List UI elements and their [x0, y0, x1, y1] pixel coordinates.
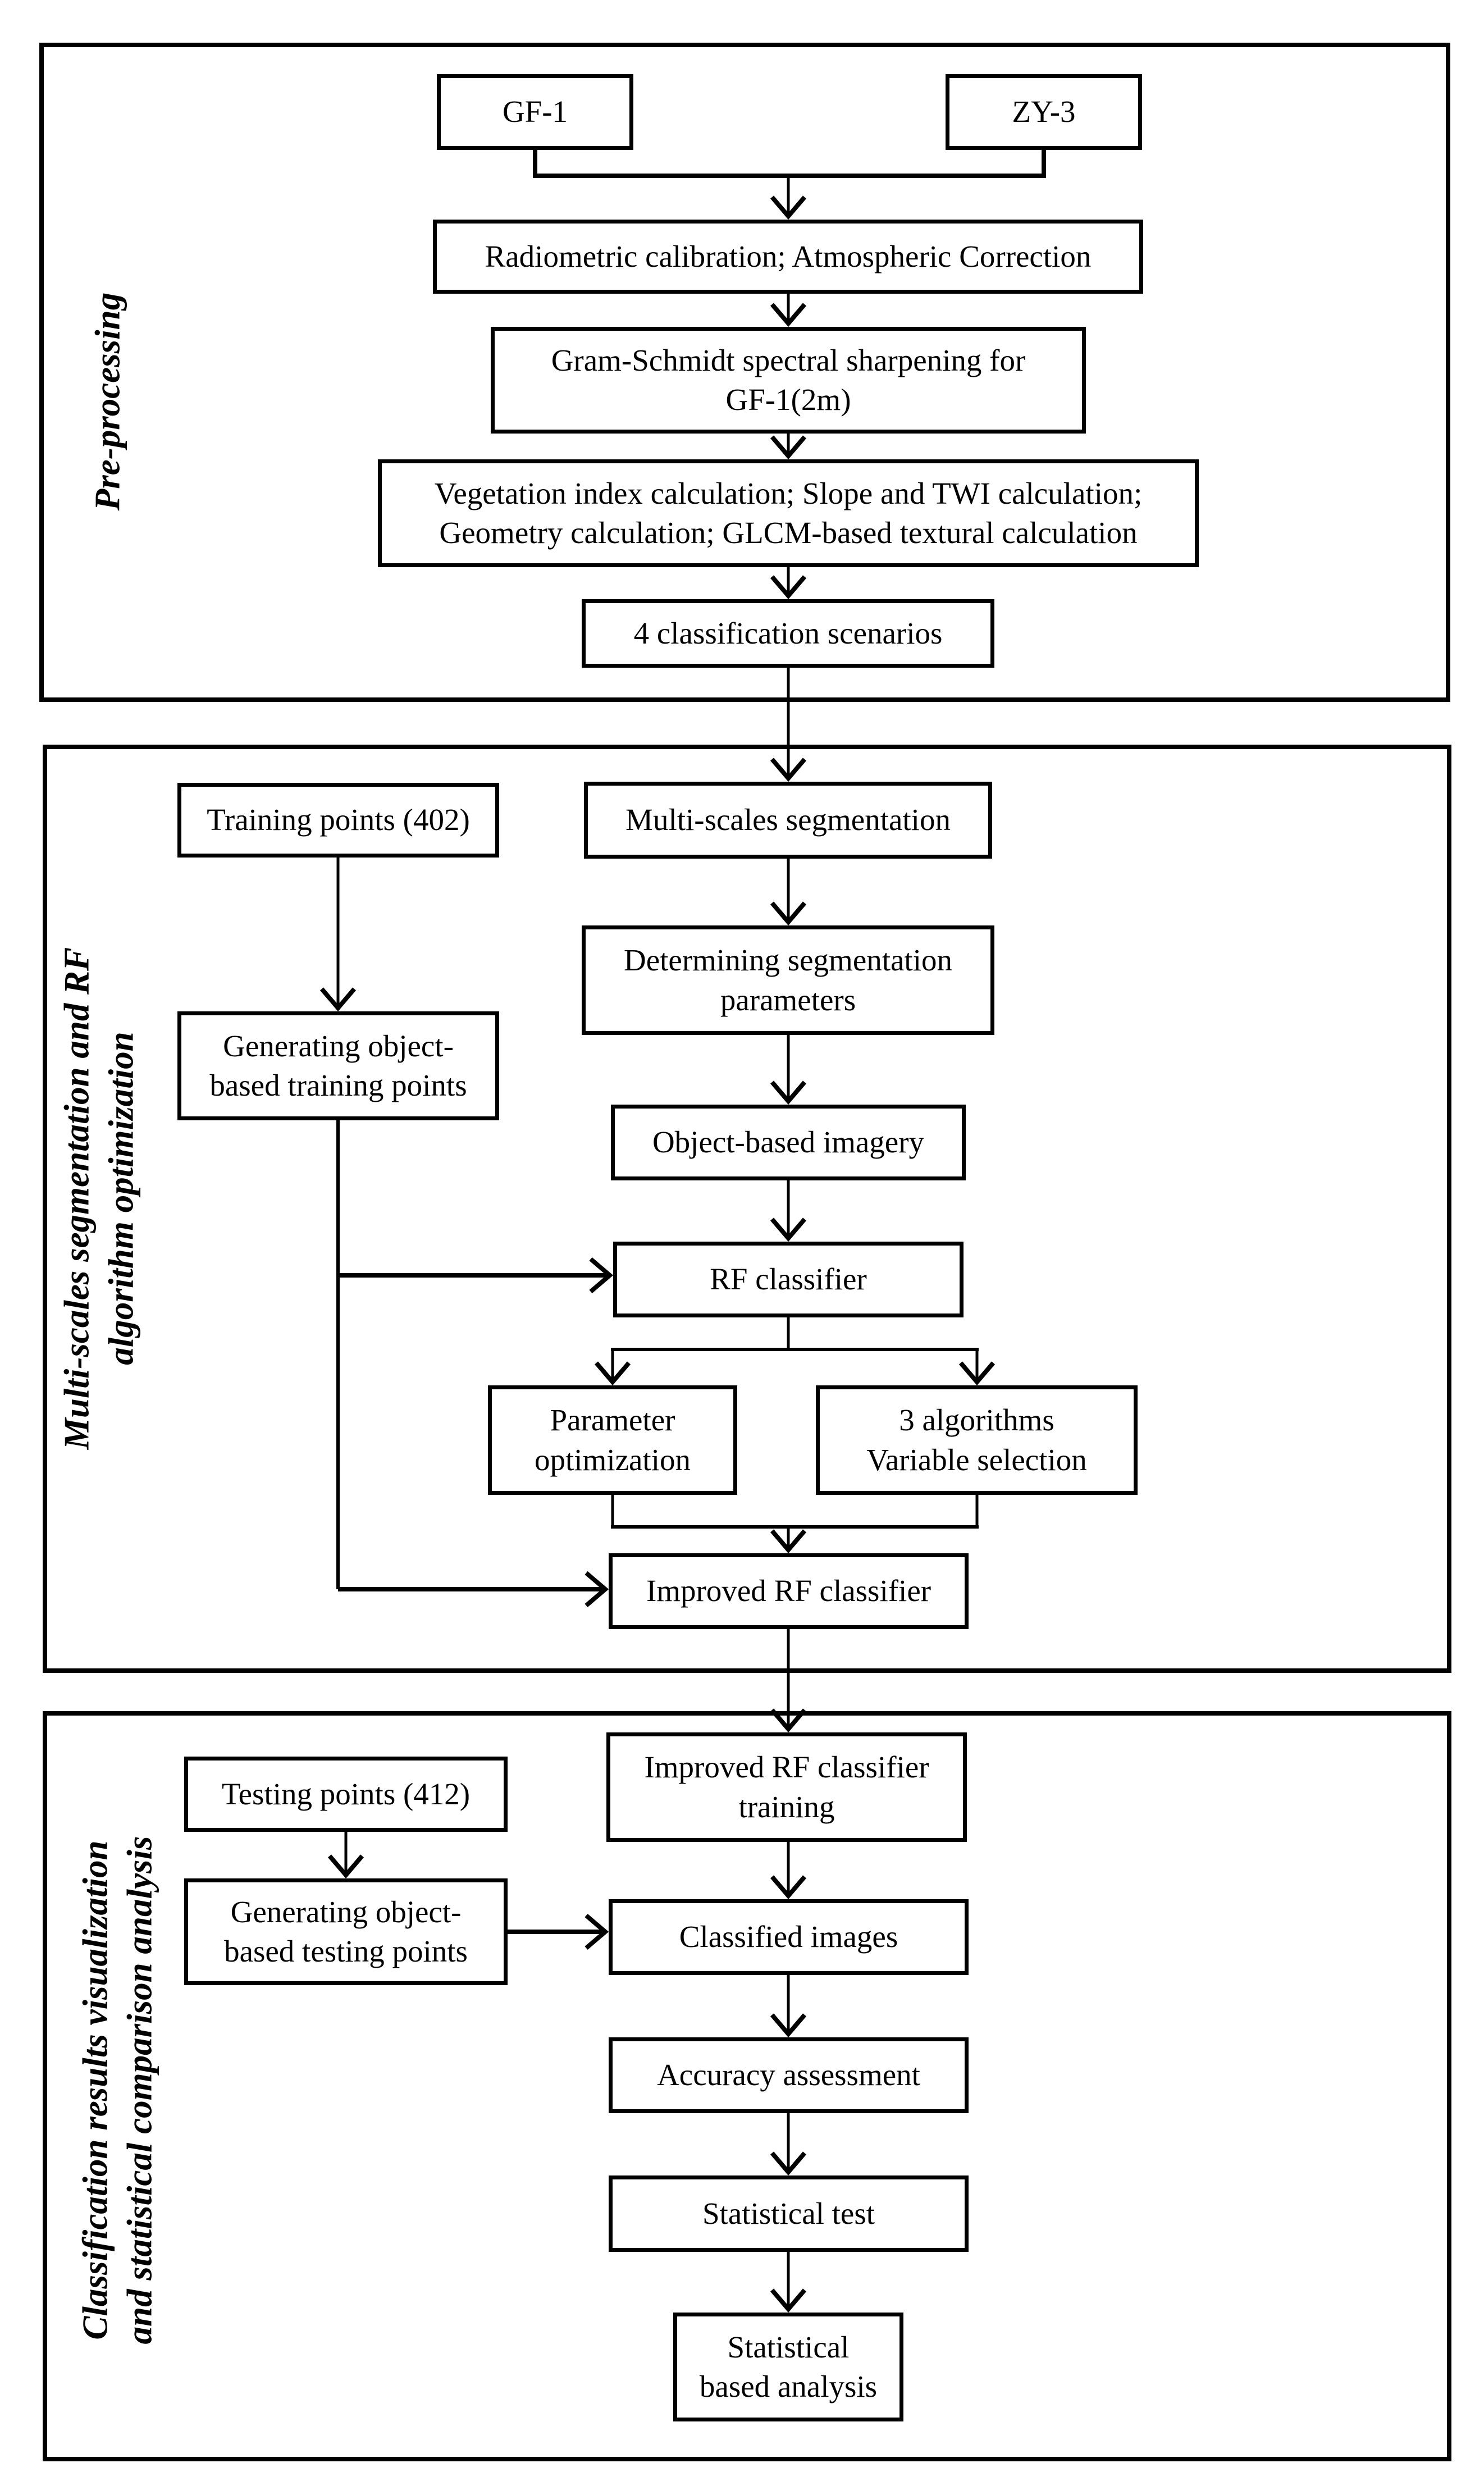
node-improved-rf-classifier: Improved RF classifier	[609, 1553, 969, 1629]
node-statistical-test: Statistical test	[609, 2175, 969, 2252]
node-generating-training-points: Generating object- based training points	[177, 1011, 499, 1120]
node-training-points: Training points (402)	[177, 783, 499, 858]
node-classification-scenarios: 4 classification scenarios	[582, 599, 994, 668]
node-classified-images: Classified images	[609, 1899, 969, 1975]
node-determining-parameters: Determining segmentation parameters	[582, 925, 994, 1035]
node-improved-rf-classifier-training: Improved RF classifier training	[606, 1732, 967, 1842]
node-rf-classifier: RF classifier	[613, 1242, 964, 1317]
node-parameter-optimization: Parameter optimization	[488, 1385, 737, 1495]
node-statistical-based-analysis: Statistical based analysis	[673, 2313, 903, 2421]
node-gram-schmidt: Gram-Schmidt spectral sharpening for GF-…	[491, 327, 1086, 434]
node-3-algorithms-variable-selection: 3 algorithms Variable selection	[816, 1385, 1138, 1495]
node-accuracy-assessment: Accuracy assessment	[609, 2037, 969, 2113]
node-generating-testing-points: Generating object- based testing points	[184, 1878, 508, 1985]
node-gf-1: GF-1	[437, 74, 633, 150]
node-testing-points: Testing points (412)	[184, 1757, 508, 1832]
section-frame-preprocessing	[39, 43, 1450, 702]
section-frame-results	[43, 1711, 1451, 2461]
node-vegetation-index: Vegetation index calculation; Slope and …	[378, 459, 1199, 567]
node-object-based-imagery: Object-based imagery	[611, 1105, 966, 1180]
node-radiometric-calibration: Radiometric calibration; Atmospheric Cor…	[433, 220, 1143, 294]
section-frame-segmentation-rf	[43, 745, 1451, 1673]
node-multiscales-segmentation: Multi-scales segmentation	[584, 782, 992, 859]
node-zy-3: ZY-3	[946, 74, 1142, 150]
